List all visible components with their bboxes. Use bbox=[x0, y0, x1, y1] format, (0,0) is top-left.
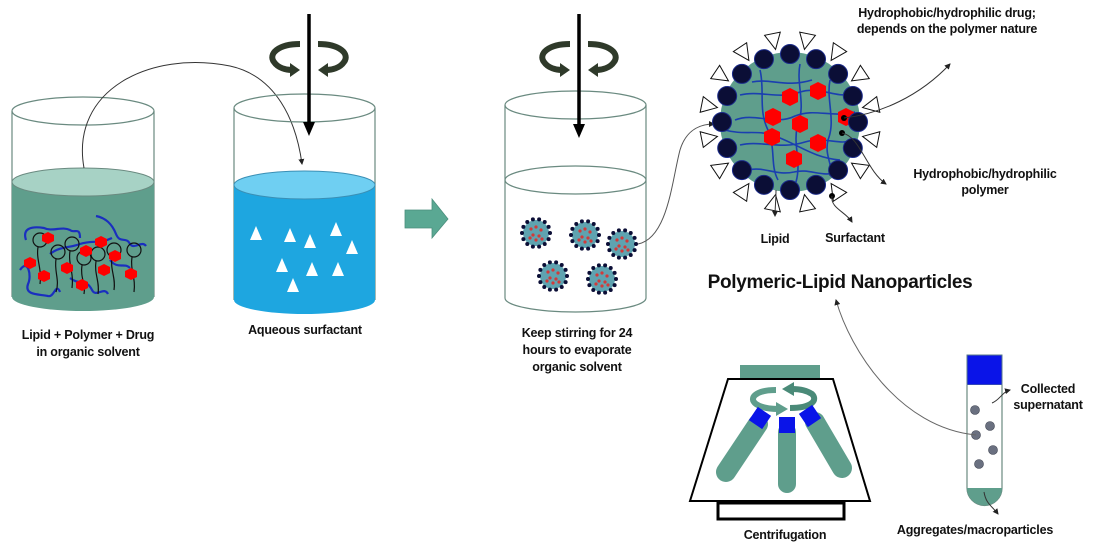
polymer-label: Hydrophobic/hydrophilic polymer bbox=[913, 167, 1057, 197]
surfactant-label: Surfactant bbox=[825, 231, 885, 245]
tube-cap bbox=[966, 354, 1003, 386]
solution-surface bbox=[504, 165, 647, 195]
surfactant-molecule bbox=[732, 41, 750, 62]
mini-nanoparticle bbox=[586, 263, 618, 295]
aqueous-solution-surface bbox=[233, 170, 376, 200]
surfactant-pointer-arrow bbox=[831, 195, 853, 223]
centrifuge bbox=[688, 365, 872, 521]
surfactant-molecule bbox=[799, 193, 817, 213]
stirring-label: Keep stirring for 24 hours to evaporate … bbox=[521, 326, 633, 374]
polymer-pointer-arrow bbox=[841, 132, 887, 185]
nanoparticle-detail bbox=[699, 31, 881, 213]
transfer-arrow bbox=[81, 62, 305, 169]
beaker-organic-phase bbox=[11, 96, 155, 311]
surfactant-molecule bbox=[861, 131, 881, 149]
centrifugation-label: Centrifugation bbox=[743, 528, 827, 542]
surfactant-molecule bbox=[850, 64, 871, 82]
surfactant-molecule bbox=[830, 41, 848, 62]
lipid-head bbox=[842, 85, 863, 106]
mini-nanoparticle bbox=[537, 260, 569, 292]
lipid-head bbox=[848, 112, 868, 132]
surfactant-molecule bbox=[699, 95, 719, 113]
lipid-surfactant-shell bbox=[699, 31, 881, 213]
surfactant-molecule bbox=[763, 193, 781, 213]
supernatant-label: Collected supernatant bbox=[1013, 382, 1083, 412]
drug-label: Hydrophobic/hydrophilic drug; depends on… bbox=[856, 6, 1038, 36]
aqueous-solution bbox=[234, 185, 375, 314]
lipid-head bbox=[753, 174, 774, 195]
organic-phase-label: Lipid + Polymer + Drug in organic solven… bbox=[21, 328, 155, 359]
surfactant-molecule bbox=[732, 182, 750, 203]
beaker-stirring bbox=[504, 90, 647, 313]
centrifuge-lid bbox=[740, 365, 820, 379]
aqueous-phase-label: Aqueous surfactant bbox=[248, 323, 362, 337]
lipid-head bbox=[731, 63, 752, 84]
rotor-rotation-icon bbox=[750, 387, 779, 412]
process-arrow-icon bbox=[404, 197, 449, 240]
aggregates-label: Aggregates/macroparticles bbox=[896, 523, 1054, 537]
stirrer-2 bbox=[539, 14, 619, 138]
supernatant-pointer-arrow bbox=[991, 388, 1011, 404]
lipid-head bbox=[717, 138, 738, 159]
centrifuge-tube-left bbox=[716, 406, 772, 482]
centrifuge-base bbox=[716, 501, 846, 521]
lipid-head bbox=[717, 85, 738, 106]
collection-tube bbox=[966, 354, 1003, 507]
organic-solution-surface bbox=[11, 167, 155, 197]
surfactant-molecule bbox=[850, 162, 871, 180]
surfactant-molecule bbox=[763, 31, 781, 51]
surfactant-molecule bbox=[861, 95, 881, 113]
centrifuge-tube-center bbox=[778, 417, 796, 493]
surfactant-molecule bbox=[699, 131, 719, 149]
mini-nanoparticle bbox=[520, 217, 552, 249]
diagram-title: Polymeric-Lipid Nanoparticles bbox=[707, 272, 973, 293]
drug-molecules bbox=[24, 232, 137, 291]
lipid-head bbox=[806, 174, 827, 195]
surfactant-molecule bbox=[799, 31, 817, 51]
stir-rotation-icon bbox=[539, 41, 571, 73]
centrifuge-tube-right bbox=[798, 404, 852, 478]
return-to-nanoparticles-arrow bbox=[834, 299, 977, 436]
lipid-head bbox=[712, 112, 732, 132]
nanoparticles-in-beaker bbox=[520, 217, 638, 295]
lipid-head bbox=[828, 63, 849, 84]
stir-rotation-icon bbox=[269, 41, 301, 73]
lipid-head bbox=[780, 44, 800, 64]
stirrer-1 bbox=[269, 14, 349, 136]
surfactant-molecule bbox=[709, 162, 730, 180]
zoom-connector-arrow bbox=[637, 121, 715, 245]
aggregates-pellet bbox=[967, 488, 1002, 506]
surfactant-molecules bbox=[250, 222, 358, 292]
lipid-head bbox=[780, 180, 800, 200]
lipid-label: Lipid bbox=[760, 232, 790, 246]
lipid-head bbox=[753, 49, 774, 70]
tube-body bbox=[966, 385, 1003, 507]
lipid-head bbox=[806, 49, 827, 70]
lipid-pointer-arrow bbox=[772, 189, 779, 217]
drug-pointer-arrow bbox=[843, 63, 951, 119]
surfactant-molecule bbox=[830, 182, 848, 203]
mini-nanoparticle bbox=[569, 219, 601, 251]
surfactant-molecule bbox=[709, 64, 730, 82]
lipid-head bbox=[842, 138, 863, 159]
mini-nanoparticle bbox=[606, 228, 638, 260]
lipid-head bbox=[828, 160, 849, 181]
aggregates-pointer-arrow bbox=[983, 491, 999, 515]
beaker-aqueous-phase bbox=[233, 93, 376, 314]
lipid-head bbox=[731, 160, 752, 181]
